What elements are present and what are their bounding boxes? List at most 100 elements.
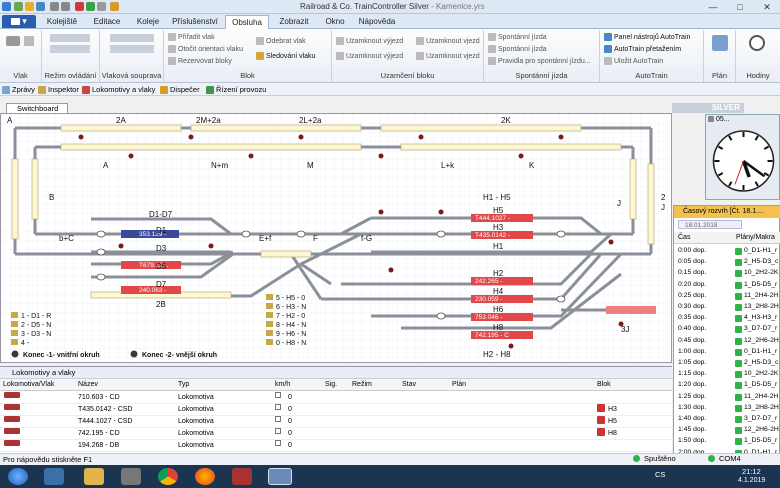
clock-icon[interactable]	[749, 35, 765, 51]
timetable-row[interactable]: 0:45 dop.12_2H6-2H	[674, 335, 780, 347]
close-button[interactable]: ✕	[763, 2, 771, 12]
speed-checkbox[interactable]	[275, 440, 281, 446]
maximize-button[interactable]: □	[737, 2, 743, 12]
col-state[interactable]: Stav	[402, 381, 417, 388]
start-button[interactable]	[8, 468, 28, 485]
speed-checkbox[interactable]	[275, 416, 281, 422]
clock-window[interactable]: 05...	[705, 114, 780, 200]
timetable-row[interactable]: 0:15 dop.10_2H2-2K	[674, 267, 780, 279]
speed-checkbox[interactable]	[275, 428, 281, 434]
timetable-row[interactable]: 0:05 dop.2_H5-D3_c	[674, 256, 780, 268]
quick-go-icon[interactable]	[86, 2, 95, 11]
timetable-row[interactable]: 0:00 dop.0_D1-H1_r	[674, 245, 780, 257]
taskbar-date[interactable]: 4.1.2019	[738, 477, 766, 484]
track-diagram[interactable]: 353.129 - T679.12... 240.063 - T444.1027…	[1, 114, 672, 363]
spontaneous-rules-button[interactable]: Pravidla pro spontánní jízdu...	[488, 57, 591, 67]
autotrain-drag-button[interactable]: AutoTrain přetažením	[604, 45, 681, 55]
timetable-row[interactable]: 1:45 dop.12_2H6-2H	[674, 424, 780, 436]
quick-redo-icon[interactable]	[61, 2, 70, 11]
tab-zobrazit[interactable]: Zobrazit	[279, 17, 309, 26]
train-h2[interactable]	[471, 277, 533, 285]
taskbar-chrome-icon[interactable]	[158, 468, 178, 485]
taskbar-media-icon[interactable]	[121, 468, 141, 485]
quick-save-icon[interactable]	[36, 2, 45, 11]
lock-entry-button-1[interactable]: Uzamknout vjezd	[416, 37, 480, 47]
lock-exit-button-2[interactable]: Uzamknout výjezd	[336, 52, 403, 62]
language-indicator[interactable]: CS	[655, 470, 666, 479]
timetable-row[interactable]: 1:30 dop.13_2H8-2H	[674, 402, 780, 414]
train-h8[interactable]	[471, 331, 533, 339]
spontaneous-run-button-1[interactable]: Spontánní jízda	[488, 33, 547, 43]
switchboard-canvas[interactable]: 353.129 - T679.12... 240.063 - T444.1027…	[0, 113, 672, 363]
train-h4[interactable]	[471, 295, 533, 303]
autotrain-toolbar-button[interactable]: Panel nástrojů AutoTrain	[604, 33, 690, 43]
save-autotrain-button[interactable]: Uložit AutoTrain	[604, 57, 663, 67]
timetable-row[interactable]: 1:50 dop.1_D5-D5_r	[674, 435, 780, 447]
col-loco[interactable]: Lokomotiva/Vlak	[3, 381, 55, 388]
timetable-row[interactable]: 0:40 dop.3_D7-D7_r	[674, 323, 780, 335]
tab-editace[interactable]: Editace	[93, 17, 121, 26]
col-plan[interactable]: Plán	[452, 381, 467, 388]
consist-icons-row2[interactable]	[110, 45, 154, 53]
block-3j[interactable]	[606, 306, 656, 314]
file-menu-button[interactable]: ▾	[2, 15, 36, 28]
taskbar-app-icon[interactable]	[232, 468, 252, 485]
train-d1[interactable]	[121, 230, 179, 238]
assign-train-button[interactable]: Přiřadit vlak	[168, 33, 215, 43]
quick-open-icon[interactable]	[25, 2, 34, 11]
locos-trains-button[interactable]: Lokomotivy a vlaky	[82, 84, 155, 95]
follow-train-button[interactable]: Sledování vlaku	[256, 52, 315, 62]
tab-okno[interactable]: Okno	[325, 17, 345, 26]
minimize-button[interactable]: —	[708, 2, 718, 12]
speed-checkbox[interactable]	[275, 404, 281, 410]
quick-settings-icon[interactable]	[97, 2, 106, 11]
speed-checkbox[interactable]	[275, 392, 281, 398]
train-h5[interactable]	[471, 214, 533, 222]
timetable-row[interactable]: 1:20 dop.1_D5-D5_r	[674, 379, 780, 391]
spontaneous-run-button-2[interactable]: Spontánní jízda	[488, 45, 547, 55]
timetable-row[interactable]: 0:35 dop.4_H3-H3_r	[674, 312, 780, 324]
reverse-train-button[interactable]: Otočit orientaci vlaku	[168, 45, 243, 55]
timetable-window[interactable]: Časový rozvrh [Čt. 18.1.... 18.01.2018 Č…	[673, 205, 780, 457]
taskbar-traincontroller-icon[interactable]	[268, 468, 292, 485]
tab-prislusenstvi[interactable]: Příslušenství	[172, 17, 218, 26]
train-tool-icon[interactable]	[6, 36, 20, 46]
taskbar-explorer-icon[interactable]	[84, 468, 104, 485]
timetable-row[interactable]: 1:25 dop.11_2H4-2H	[674, 391, 780, 403]
train-h6[interactable]	[471, 313, 533, 321]
col-kmh[interactable]: km/h	[275, 381, 291, 388]
dispatcher-button[interactable]: Dispečer	[160, 84, 200, 95]
reserve-blocks-button[interactable]: Rezervovat bloky	[168, 57, 232, 67]
col-name[interactable]: Název	[78, 381, 98, 388]
timetable-row[interactable]: 0:25 dop.11_2H4-2H	[674, 290, 780, 302]
timetable-row[interactable]: 0:30 dop.13_2H8-2H	[674, 301, 780, 313]
tab-switchboard[interactable]: Switchboard	[6, 103, 68, 113]
train-h3[interactable]	[471, 231, 533, 239]
tab-koleje[interactable]: Koleje	[136, 17, 160, 26]
taskbar-time[interactable]: 21:12	[742, 467, 761, 476]
remove-train-button[interactable]: Odebrat vlak	[256, 37, 306, 47]
tab-kolejiste[interactable]: Kolejiště	[46, 17, 78, 26]
consist-icons[interactable]	[110, 34, 154, 42]
quick-stop-icon[interactable]	[75, 2, 84, 11]
mode-icons-row2[interactable]	[50, 45, 90, 53]
traffic-control-button[interactable]: Řízení provozu	[206, 84, 266, 95]
train-d7[interactable]	[121, 286, 181, 294]
mode-icons[interactable]	[50, 34, 90, 42]
timetable-row[interactable]: 1:00 dop.0_D1-H1_r	[674, 346, 780, 358]
schedule-icon[interactable]	[712, 35, 728, 51]
col-block[interactable]: Blok	[597, 381, 611, 388]
tab-obsluha[interactable]: Obsluha	[225, 15, 269, 29]
tab-napoveda[interactable]: Nápověda	[358, 17, 396, 26]
messages-button[interactable]: Zprávy	[2, 84, 35, 95]
taskbar-firefox-icon[interactable]	[195, 468, 215, 485]
quick-new-icon[interactable]	[14, 2, 23, 11]
lock-exit-button-1[interactable]: Uzamknout výjezd	[336, 37, 403, 47]
timetable-row[interactable]: 0:20 dop.1_D5-D5_r	[674, 279, 780, 291]
quick-train-icon[interactable]	[110, 2, 119, 11]
